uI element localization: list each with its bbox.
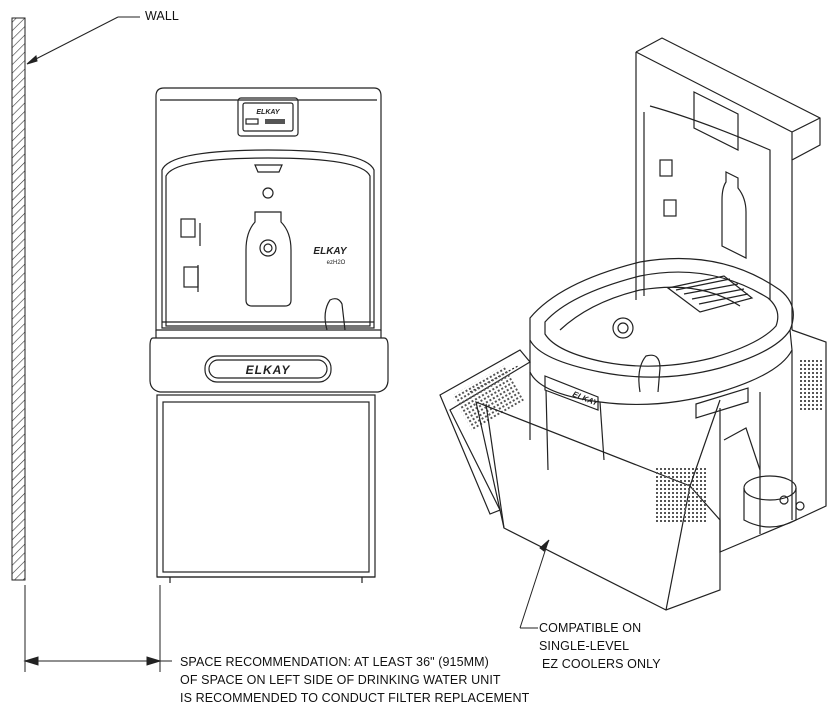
compatibility-leader — [519, 539, 550, 629]
dimension-line — [23, 585, 172, 672]
front-view-unit: ELKAY ELKAY ezH2O ELKAY — [149, 87, 389, 583]
svg-text:ezH2O: ezH2O — [327, 260, 346, 266]
wall-leader — [26, 16, 140, 65]
space-recommendation-line-2: OF SPACE ON LEFT SIDE OF DRINKING WATER … — [180, 673, 501, 687]
svg-text:ELKAY: ELKAY — [246, 363, 291, 377]
compatibility-line-3: EZ COOLERS ONLY — [542, 657, 661, 671]
compatibility-line-2: SINGLE-LEVEL — [539, 639, 630, 653]
svg-text:ELKAY: ELKAY — [313, 246, 347, 257]
svg-text:ELKAY: ELKAY — [256, 109, 281, 116]
space-recommendation-line-3: IS RECOMMENDED TO CONDUCT FILTER REPLACE… — [180, 691, 530, 705]
wall-label: WALL — [145, 9, 179, 23]
space-recommendation-line-1: SPACE RECOMMENDATION: AT LEAST 36" (915M… — [180, 655, 489, 669]
compatibility-line-1: COMPATIBLE ON — [539, 621, 642, 635]
isometric-view-unit: ELKAY — [439, 37, 827, 611]
wall-hatch — [11, 17, 26, 581]
